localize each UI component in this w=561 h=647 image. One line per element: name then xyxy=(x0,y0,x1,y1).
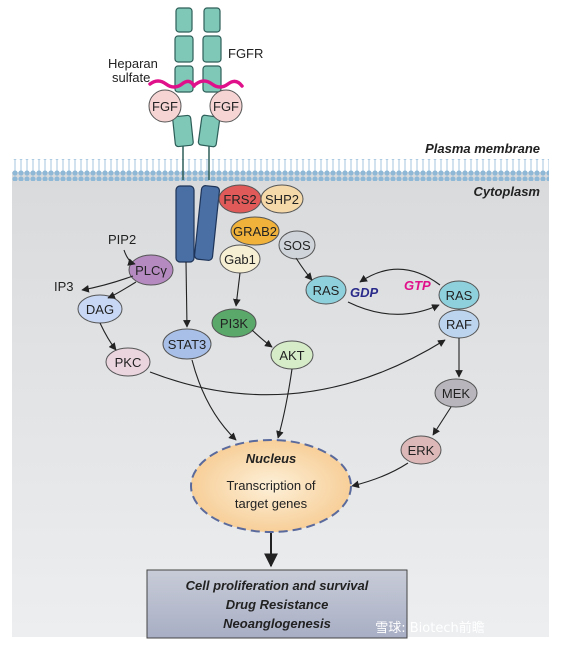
ras-gtp-node xyxy=(438,280,480,310)
plasma-membrane-label: Plasma membrane xyxy=(425,141,540,156)
mek-node xyxy=(434,378,478,408)
ras-gdp-label: RAS xyxy=(313,283,340,298)
fgf-left-label: FGF xyxy=(152,99,178,114)
stat3-label: STAT3 xyxy=(168,337,207,352)
grab2-label: GRAB2 xyxy=(233,224,277,239)
akt-label: AKT xyxy=(279,348,304,363)
outcome-line3: Neoanglogenesis xyxy=(223,616,331,631)
gtp-label: GTP xyxy=(404,278,431,293)
nucleus-title: Nucleus xyxy=(246,451,297,466)
pkc-node xyxy=(105,347,151,377)
plcg-node xyxy=(128,254,174,286)
pathway-arrows xyxy=(81,249,463,489)
nucleus xyxy=(190,439,352,533)
outcome-line1: Cell proliferation and survival xyxy=(186,578,369,593)
heparan-label-line1: Heparan xyxy=(108,56,158,71)
erk-node xyxy=(400,435,442,465)
shp2-node xyxy=(260,184,304,214)
nucleus-line2: target genes xyxy=(235,496,308,511)
fgfr-receptor-right xyxy=(193,7,222,261)
gab1-label: Gab1 xyxy=(224,252,256,267)
outcome-box xyxy=(146,569,408,639)
fgfr-receptor-left xyxy=(172,7,195,263)
watermark: 雪球: Biotech前瞻 xyxy=(375,620,484,636)
nucleus-line1: Transcription of xyxy=(226,478,315,493)
stat3-node xyxy=(162,328,212,360)
grab2-node xyxy=(230,216,280,246)
fgfr-label: FGFR xyxy=(228,46,263,61)
erk-label: ERK xyxy=(408,443,435,458)
heparan-sulfate-chain-right xyxy=(194,79,244,89)
shp2-label: SHP2 xyxy=(265,192,299,207)
fgf-ligand-left xyxy=(148,89,182,123)
cytoplasm-label: Cytoplasm xyxy=(474,184,541,199)
pkc-label: PKC xyxy=(115,355,142,370)
ras-gtp-label: RAS xyxy=(446,288,473,303)
raf-label: RAF xyxy=(446,317,472,332)
heparan-sulfate-chain-left xyxy=(148,79,196,89)
ip3-label: IP3 xyxy=(54,279,74,294)
ras-gdp-node xyxy=(305,275,347,305)
gdp-label: GDP xyxy=(350,285,379,300)
heparan-label-line2: sulfate xyxy=(112,70,150,85)
mek-label: MEK xyxy=(442,386,471,401)
fgf-ligand-right xyxy=(209,89,243,123)
pi3k-node xyxy=(211,308,257,338)
dag-label: DAG xyxy=(86,302,114,317)
plcg-label: PLCγ xyxy=(135,263,167,278)
pi3k-label: PI3K xyxy=(220,316,249,331)
frs2-label: FRS2 xyxy=(223,192,256,207)
fgf-right-label: FGF xyxy=(213,99,239,114)
sos-label: SOS xyxy=(283,238,311,253)
plasma-membrane xyxy=(12,159,549,181)
pip2-label: PIP2 xyxy=(108,232,136,247)
outcome-line2: Drug Resistance xyxy=(226,597,329,612)
